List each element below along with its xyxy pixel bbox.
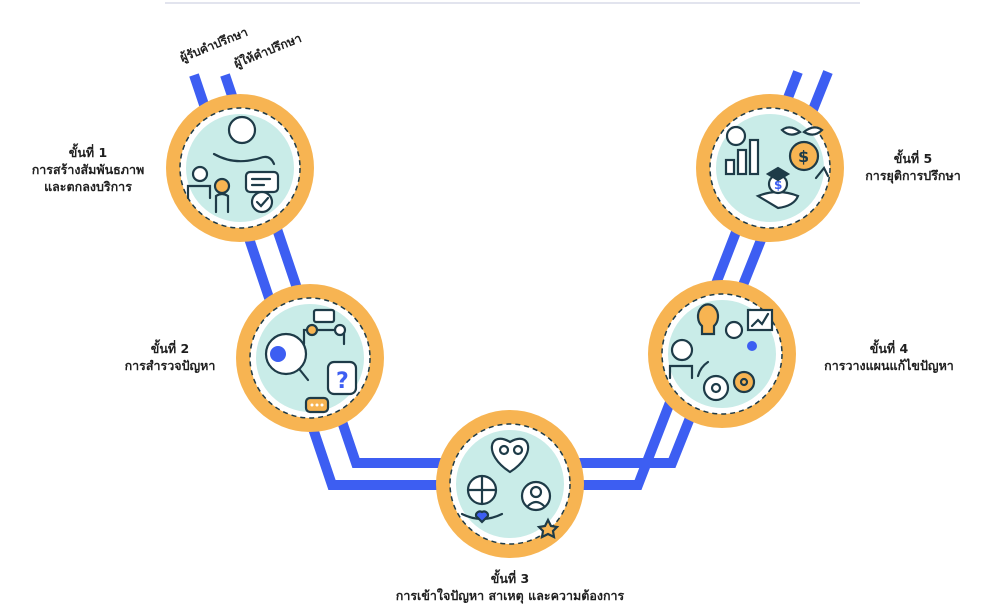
step-1-title-line-1: การสร้างสัมพันธภาพ	[31, 162, 145, 177]
svg-text:?: ?	[336, 369, 349, 394]
svg-text:$: $	[798, 147, 809, 166]
step-2-circle: ?	[236, 284, 384, 432]
step-5-title-line-1: การยุติการปรึกษา	[865, 168, 961, 183]
step-1-label: ขั้นที่ 1 การสร้างสัมพันธภาพ และตกลงบริก…	[8, 144, 168, 195]
step-1-circle	[166, 94, 314, 242]
step-4-circle	[648, 280, 796, 428]
planning-gears-icon	[668, 303, 774, 402]
step-4-label: ขั้นที่ 4 การวางแผนแก้ไขปัญหา	[804, 340, 974, 374]
heart-understanding-icon	[460, 437, 560, 539]
step-2-title-line-1: การสำรวจปัญหา	[124, 358, 216, 373]
step-4-title-line-1: การวางแผนแก้ไขปัญหา	[824, 358, 954, 373]
growth-money-icon: $ $	[724, 125, 830, 210]
step-2-label: ขั้นที่ 2 การสำรวจปัญหา	[100, 340, 240, 374]
step-4-number: ขั้นที่ 4	[869, 341, 909, 356]
step-3-circle	[436, 410, 584, 558]
svg-text:$: $	[774, 178, 782, 192]
step-1-number: ขั้นที่ 1	[68, 145, 108, 160]
step-2-number: ขั้นที่ 2	[150, 341, 190, 356]
step-3-title-line-1: การเข้าใจปัญหา สาเหตุ และความต้องการ	[395, 588, 625, 603]
step-3-label: ขั้นที่ 3 การเข้าใจปัญหา สาเหตุ และความต…	[340, 570, 680, 604]
step-5-circle: $ $	[696, 94, 844, 242]
step-1-title-line-2: และตกลงบริการ	[44, 179, 132, 194]
step-5-number: ขั้นที่ 5	[893, 151, 933, 166]
step-5-label: ขั้นที่ 5 การยุติการปรึกษา	[848, 150, 978, 184]
survey-magnifier-icon: ?	[264, 308, 358, 414]
counseling-handshake-icon	[186, 115, 280, 214]
step-3-number: ขั้นที่ 3	[490, 571, 530, 586]
